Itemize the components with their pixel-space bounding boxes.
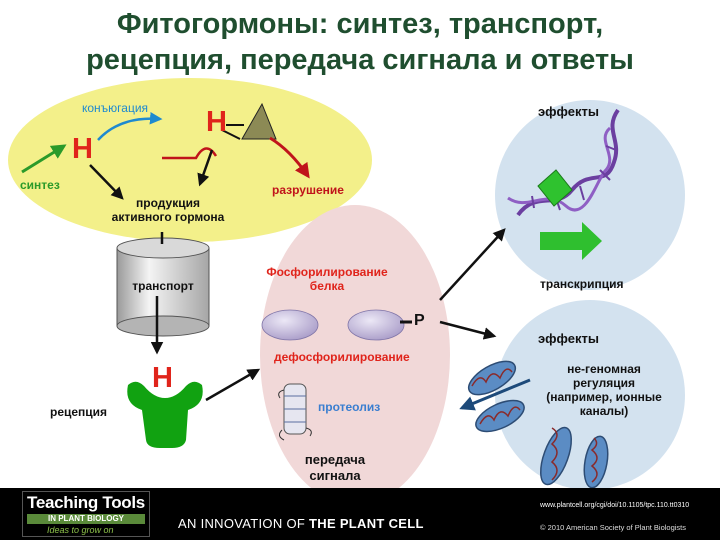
reception-label: рецепция bbox=[50, 405, 108, 419]
effects-top-label: эффекты bbox=[538, 104, 599, 119]
production-label-line-2: активного гормона bbox=[111, 210, 225, 224]
production-arrow-left bbox=[89, 164, 124, 200]
transcription-factor-icon bbox=[537, 169, 573, 207]
organelle-icon-2 bbox=[475, 399, 525, 433]
to-effects-bottom-arrow bbox=[439, 320, 497, 340]
citation-link[interactable]: www.plantcell.org/cgi/doi/10.1105/tpc.11… bbox=[540, 502, 690, 509]
diagram-canvas bbox=[8, 78, 685, 488]
conjugate-triangle-icon bbox=[241, 102, 277, 140]
conjugate-hook bbox=[162, 147, 218, 160]
signal-zone bbox=[260, 205, 450, 488]
production-label-line-1: продукция bbox=[136, 196, 200, 210]
logo-title: Teaching Tools bbox=[27, 493, 145, 512]
synthesis-arrow bbox=[21, 144, 67, 174]
copyright-notice: © 2010 American Society of Plant Biologi… bbox=[540, 523, 687, 532]
synthesis-label: синтез bbox=[20, 178, 60, 192]
hormone-symbol-1: H bbox=[72, 133, 93, 165]
production-arrow-right bbox=[197, 149, 214, 187]
teaching-tools-logo: Teaching Tools IN PLANT BIOLOGY Ideas to… bbox=[22, 491, 150, 537]
nongenomic-label: не-геномная регуляция (например, ионные … bbox=[540, 362, 668, 418]
production-label: продукция активного гормона bbox=[98, 196, 238, 224]
receptor-to-signal-arrow bbox=[205, 368, 261, 402]
protein-unphosphorylated-icon bbox=[261, 309, 319, 341]
phosphorylation-label-line-1: Фосфорилирование bbox=[266, 265, 388, 279]
organelle-icon-3 bbox=[540, 426, 572, 486]
phosphorylation-label-line-2: белка bbox=[309, 279, 345, 293]
to-effects-top-arrow bbox=[439, 228, 506, 301]
organelle-icon-4 bbox=[583, 435, 609, 488]
signal-label-line-2: сигнала bbox=[309, 468, 361, 483]
synthesis-zone bbox=[8, 78, 372, 242]
degradation-label: разрушение bbox=[272, 183, 344, 197]
nongenomic-label-line-1: не-геномная bbox=[567, 362, 641, 376]
receptor-icon bbox=[127, 381, 203, 448]
dna-helix-icon bbox=[507, 108, 620, 217]
protein-phosphorylated-icon bbox=[347, 309, 405, 341]
degradation-arrow bbox=[269, 136, 310, 179]
phosphate-label: P bbox=[414, 312, 425, 329]
nongenomic-arrow bbox=[459, 378, 531, 411]
innovation-brand: THE PLANT CELL bbox=[309, 516, 424, 531]
conjugate-link-down bbox=[221, 129, 241, 140]
nongenomic-label-line-3: (например, ионные bbox=[546, 390, 662, 404]
phosphorylation-label: Фосфорилирование белка bbox=[262, 265, 392, 293]
transcription-arrow-icon bbox=[540, 222, 602, 260]
nongenomic-label-line-2: регуляция bbox=[573, 376, 635, 390]
hormone-symbol-3: H bbox=[152, 362, 173, 394]
transport-cylinder bbox=[116, 237, 210, 337]
hormone-symbol-2: H bbox=[206, 106, 227, 138]
organelle-icon-1 bbox=[467, 360, 517, 396]
logo-tagline: Ideas to grow on bbox=[47, 525, 114, 535]
signal-transduction-label: передача сигнала bbox=[290, 452, 380, 484]
title-line-1: Фитогормоны: синтез, транспорт, bbox=[116, 8, 604, 40]
conjugation-arrow bbox=[97, 112, 163, 141]
innovation-prefix: AN INNOVATION OF bbox=[178, 516, 310, 531]
page-title: Фитогормоны: синтез, транспорт, рецепция… bbox=[0, 6, 720, 78]
transcription-label: транскрипция bbox=[540, 277, 624, 291]
effects-bottom-zone bbox=[495, 300, 685, 488]
proteasome-icon bbox=[278, 383, 312, 441]
transport-label: транспорт bbox=[132, 279, 194, 293]
conjugation-label: конъюгация bbox=[82, 101, 149, 115]
nongenomic-label-line-4: каналы) bbox=[579, 404, 629, 418]
innovation-credit: AN INNOVATION OF THE PLANT CELL bbox=[178, 516, 424, 531]
dephosphorylation-label: дефосфорилирование bbox=[274, 350, 410, 364]
logo-subtitle: IN PLANT BIOLOGY bbox=[27, 514, 145, 524]
effects-bottom-label: эффекты bbox=[538, 331, 599, 346]
signal-label-line-1: передача bbox=[304, 452, 366, 467]
proteolysis-label: протеолиз bbox=[318, 400, 381, 414]
title-line-2: рецепция, передача сигнала и ответы bbox=[86, 44, 634, 76]
